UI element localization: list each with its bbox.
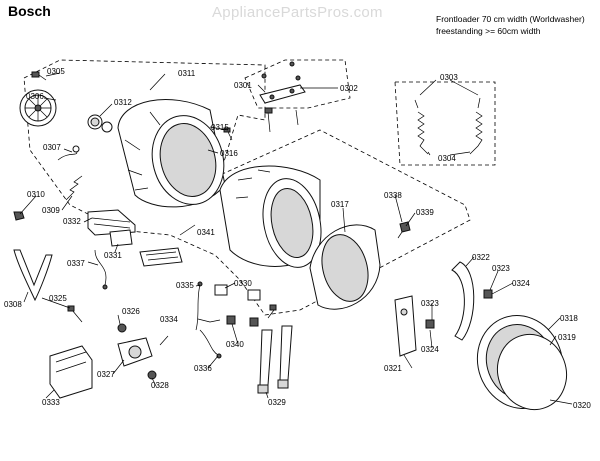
front-tub-part[interactable] xyxy=(309,224,381,310)
heater-spring-part[interactable] xyxy=(65,175,83,201)
description-line-1: Frontloader 70 cm width (Worldwasher) xyxy=(436,14,585,24)
pump-screw-part[interactable] xyxy=(67,305,83,323)
carbon-brush-part[interactable] xyxy=(214,284,261,327)
label-0311: 0311 xyxy=(178,69,196,78)
label-0322: 0322 xyxy=(472,253,490,262)
label-0339: 0339 xyxy=(416,208,434,217)
pump-nut-part[interactable] xyxy=(117,323,127,333)
wire-sensor-part[interactable] xyxy=(195,281,222,359)
bracket-screw-part[interactable] xyxy=(425,319,435,329)
label-0341: 0341 xyxy=(197,228,215,237)
ntc-sensor-part[interactable] xyxy=(57,145,80,161)
hinge-assembly-outline xyxy=(244,59,351,109)
control-module-part[interactable] xyxy=(49,345,93,399)
bearing-part[interactable] xyxy=(87,114,113,133)
label-0302: 0302 xyxy=(340,84,358,93)
description-line-2: freestanding >= 60cm width xyxy=(436,26,541,36)
watermark: AppliancePartsPros.com xyxy=(212,4,383,21)
counterweight-screw-part[interactable] xyxy=(397,221,411,239)
door-seal-part[interactable] xyxy=(487,325,577,420)
suspension-spring-left-part[interactable] xyxy=(414,99,429,155)
label-0316: 0316 xyxy=(220,149,238,158)
label-0333: 0333 xyxy=(42,398,60,407)
label-0315: 0315 xyxy=(211,123,229,132)
label-0324-bottom: 0324 xyxy=(421,345,439,354)
label-0319: 0319 xyxy=(558,333,576,342)
pulley-bolt-part[interactable] xyxy=(31,71,47,81)
label-0331: 0331 xyxy=(104,251,122,260)
label-0301: 0301 xyxy=(234,81,252,90)
label-0335: 0335 xyxy=(176,281,194,290)
label-0317: 0317 xyxy=(331,200,349,209)
tub-bracket-part[interactable] xyxy=(139,247,183,267)
hinge-screw-part[interactable] xyxy=(483,289,493,299)
label-0332: 0332 xyxy=(63,217,81,226)
spring-assembly-outline xyxy=(394,81,496,166)
label-0337: 0337 xyxy=(67,259,85,268)
label-0340: 0340 xyxy=(226,340,244,349)
label-0328: 0328 xyxy=(151,381,169,390)
label-0321: 0321 xyxy=(384,364,402,373)
pulley-part[interactable] xyxy=(19,89,57,127)
shock-absorber-right-part[interactable] xyxy=(277,325,293,389)
label-0327: 0327 xyxy=(97,370,115,379)
label-0318: 0318 xyxy=(560,314,578,323)
label-0325: 0325 xyxy=(49,294,67,303)
suspension-spring-right-part[interactable] xyxy=(469,97,483,155)
heater-element-part[interactable] xyxy=(87,209,136,236)
clip-part[interactable] xyxy=(13,211,25,221)
heater-bracket-part[interactable] xyxy=(109,229,133,247)
label-0309: 0309 xyxy=(42,206,60,215)
label-0336: 0336 xyxy=(194,364,212,373)
label-0312: 0312 xyxy=(114,98,132,107)
label-0308: 0308 xyxy=(4,300,22,309)
label-0305: 0305 xyxy=(47,67,65,76)
label-0334: 0334 xyxy=(160,315,178,324)
drive-belt-part[interactable] xyxy=(13,249,53,302)
label-0330: 0330 xyxy=(234,279,252,288)
drum-part[interactable] xyxy=(219,165,329,273)
label-0323-top: 0323 xyxy=(492,264,510,273)
brand-name: Bosch xyxy=(8,3,51,19)
model-description: Frontloader 70 cm width (Worldwasher) fr… xyxy=(436,13,585,37)
hinge-bolt-part[interactable] xyxy=(264,107,273,133)
hinge-plate-part[interactable] xyxy=(259,61,306,126)
drain-pump-part[interactable] xyxy=(117,337,153,367)
label-0326: 0326 xyxy=(122,307,140,316)
door-hinge-part[interactable] xyxy=(451,261,475,341)
label-0329: 0329 xyxy=(268,398,286,407)
label-0303: 0303 xyxy=(440,73,458,82)
label-0306: 0306 xyxy=(26,92,44,101)
label-0323-bottom: 0323 xyxy=(421,299,439,308)
label-0304: 0304 xyxy=(438,154,456,163)
label-0324-top: 0324 xyxy=(512,279,530,288)
door-frame-bracket-part[interactable] xyxy=(394,295,417,357)
label-0338: 0338 xyxy=(384,191,402,200)
pump-cap-part[interactable] xyxy=(147,370,157,380)
heater-cable-part[interactable] xyxy=(94,249,108,290)
rear-tub-part[interactable] xyxy=(117,99,233,213)
shock-absorber-left-part[interactable] xyxy=(257,329,273,394)
label-0307: 0307 xyxy=(43,143,61,152)
leader-lines xyxy=(19,72,573,405)
label-0320: 0320 xyxy=(573,401,591,410)
label-0310: 0310 xyxy=(27,190,45,199)
damper-pin-part[interactable] xyxy=(267,304,277,319)
